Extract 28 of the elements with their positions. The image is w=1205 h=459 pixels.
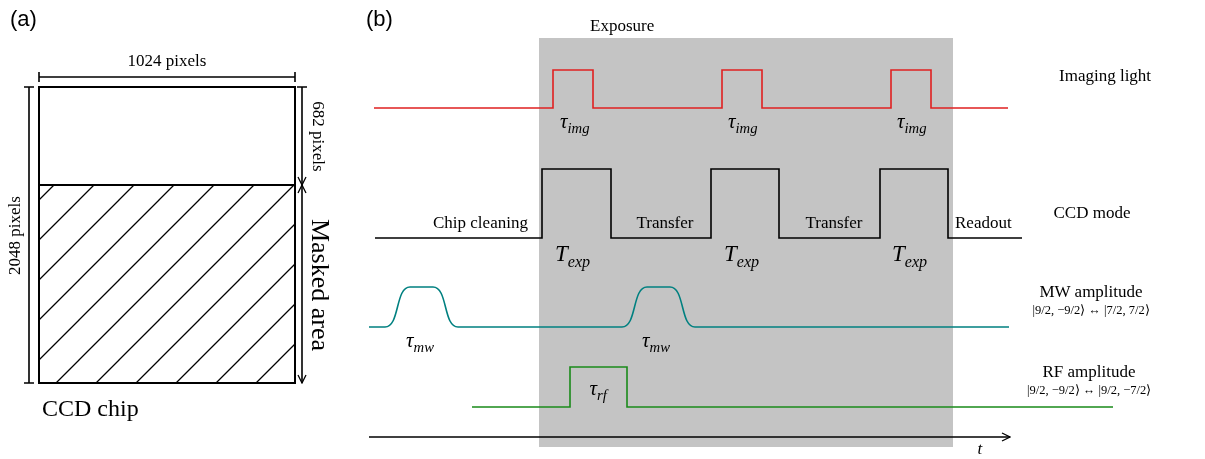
duration-label: T$_{exp}$ bbox=[892, 242, 928, 270]
duration-label: T$_{exp}$ bbox=[555, 242, 591, 270]
chip-label: CCD chip bbox=[42, 396, 139, 420]
duration-label: τ$_{img}$ bbox=[728, 111, 758, 136]
signal-label: MW amplitude bbox=[1039, 283, 1143, 300]
duration-label: τ$_{img}$ bbox=[897, 111, 927, 136]
phase-label: Transfer bbox=[805, 214, 863, 231]
dimension-label: 1024 pixels bbox=[127, 52, 207, 69]
state-label: |9/2, −9/2⟩ ↔ |9/2, −7/2⟩ bbox=[1027, 384, 1152, 397]
band-label: Exposure bbox=[590, 17, 655, 34]
duration-label: τ$_{mw}$ bbox=[406, 330, 434, 355]
axis-label: t bbox=[977, 440, 983, 457]
phase-label: Readout bbox=[955, 214, 1012, 231]
signal-label: RF amplitude bbox=[1042, 363, 1136, 380]
dimension-label: 2048 pixels bbox=[5, 195, 23, 275]
state-label: |9/2, −9/2⟩ ↔ |7/2, 7/2⟩ bbox=[1032, 304, 1150, 317]
phase-label: Transfer bbox=[636, 214, 694, 231]
signal-label: CCD mode bbox=[1053, 204, 1131, 221]
panel-label: (a) bbox=[10, 8, 37, 30]
signal-label: Imaging light bbox=[1059, 67, 1152, 84]
duration-label: τ$_{img}$ bbox=[560, 111, 590, 136]
dimension-label: 682 pixels bbox=[309, 100, 327, 172]
phase-label: Chip cleaning bbox=[433, 214, 528, 231]
duration-label: τ$_{rf}$ bbox=[589, 378, 607, 403]
duration-label: τ$_{mw}$ bbox=[642, 330, 670, 355]
panel-label: (b) bbox=[366, 8, 393, 30]
duration-label: T$_{exp}$ bbox=[724, 242, 760, 270]
region-label: Masked area bbox=[307, 218, 334, 352]
